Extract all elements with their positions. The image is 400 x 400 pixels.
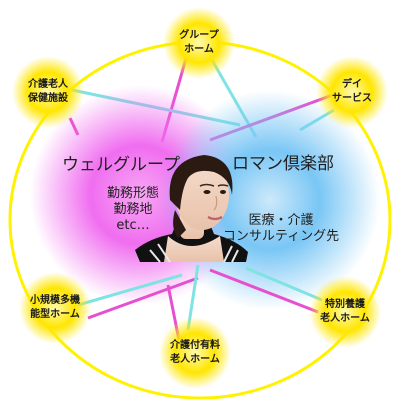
node-day-service: デイ サービス bbox=[332, 79, 372, 104]
link-magenta bbox=[87, 276, 199, 320]
link-cyan bbox=[245, 266, 323, 302]
link-cyan bbox=[77, 273, 183, 307]
woman-photo bbox=[135, 155, 248, 263]
right-group-details: 医療・介護 コンサルティング先 bbox=[222, 213, 340, 244]
left-group-details: 勤務形態 勤務地 etc… bbox=[106, 186, 159, 233]
connection-lines-front bbox=[77, 264, 323, 346]
node-paid-nursing-home: 介護付有料 老人ホーム bbox=[170, 340, 220, 365]
node-glow-special-nursing-home bbox=[309, 276, 381, 348]
node-glow-group-home bbox=[163, 7, 235, 79]
left-group-title: ウェルグループ bbox=[62, 155, 180, 175]
right-group-title: ロマン倶楽部 bbox=[232, 154, 334, 174]
link-magenta bbox=[209, 268, 319, 314]
node-glow-elderly-care-facility bbox=[12, 56, 84, 128]
node-special-nursing-home: 特別養護 老人ホーム bbox=[320, 299, 370, 324]
node-glow-day-service bbox=[316, 56, 388, 128]
node-small-multi: 小規模多機 能型ホーム bbox=[30, 295, 80, 320]
node-glow-small-multi bbox=[19, 272, 91, 344]
node-glow-paid-nursing-home bbox=[159, 317, 231, 389]
node-elderly-care-facility: 介護老人 保健施設 bbox=[28, 79, 68, 104]
node-group-home: グループ ホーム bbox=[179, 30, 219, 55]
